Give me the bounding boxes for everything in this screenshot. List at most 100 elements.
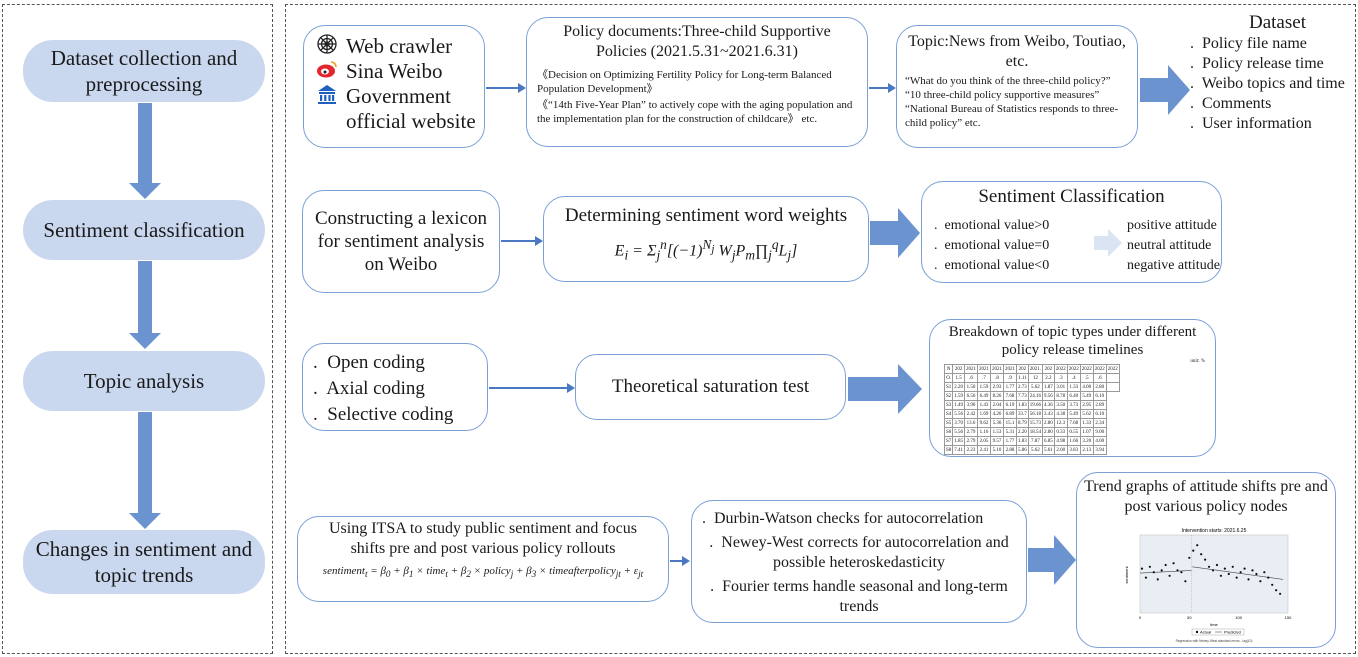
table-cell: 202 — [1042, 364, 1055, 374]
table-cell: .6 — [964, 373, 979, 383]
table-cell: 1.87 — [1042, 382, 1055, 392]
table-cell: 2.80 — [1042, 418, 1055, 428]
check-item: . Durbin-Watson checks for autocorrelati… — [702, 510, 984, 527]
table-cell: S6 — [943, 427, 954, 437]
table-cell: S1 — [943, 382, 954, 392]
data-point — [1168, 574, 1171, 577]
table-cell: 5.62 — [1079, 409, 1094, 419]
policy-line: 《“14th Five-Year Plan” to actively cope … — [537, 99, 853, 125]
connector-arrow — [869, 84, 896, 92]
classification-box: Sentiment Classification . emotional val… — [921, 181, 1222, 283]
table-cell: S3 — [943, 400, 954, 410]
weights-title: Determining sentiment word weights — [564, 205, 848, 226]
topic-line: “National Bureau of Statistics responds … — [905, 103, 1119, 129]
table-cell: 15.1 — [1003, 418, 1018, 428]
attitude-item: neutral attitude — [1127, 238, 1212, 253]
table-cell: 1.53 — [990, 427, 1005, 437]
breakdown-title: Breakdown of topic types under different… — [948, 324, 1197, 358]
table-cell — [1105, 373, 1120, 383]
stage-connector — [138, 412, 152, 515]
data-point — [1164, 563, 1167, 567]
table-cell: 1.11 — [1016, 373, 1029, 383]
coding-item: . Axial coding — [313, 378, 425, 399]
spider-web-icon — [314, 33, 340, 60]
table-cell: 6.40 — [1066, 391, 1081, 401]
table-cell: 2.80 — [1092, 382, 1107, 392]
connector-arrow — [489, 384, 575, 392]
source-official-website: official website — [346, 109, 476, 133]
data-point — [1148, 565, 1151, 568]
chart-ylabel: sentiment — [1124, 565, 1129, 583]
chart-xlabel: time — [1210, 622, 1218, 627]
stage-dataset-collection: Dataset collection and preprocessing — [23, 40, 265, 102]
table-cell: 6.10 — [1092, 409, 1107, 419]
data-point — [1192, 549, 1195, 552]
table-cell: 1.49 — [952, 400, 966, 410]
legend-predicted: Predicted — [1224, 630, 1241, 635]
data-point — [1204, 558, 1207, 561]
table-cell: S2 — [943, 391, 954, 401]
source-sina-weibo: Sina Weibo — [314, 59, 484, 84]
source-web-crawler: Web crawler — [314, 34, 484, 59]
table-cell: 33.7 — [1016, 409, 1029, 419]
table-cell: 2.05 — [977, 436, 992, 446]
weights-box: Determining sentiment word weights Ei = … — [543, 196, 869, 282]
data-sources-box: Web crawler Sina Weibo Government offici… — [303, 25, 485, 148]
table-cell: 1.07 — [1079, 427, 1094, 437]
condition-item: . emotional value>0 — [934, 218, 1050, 233]
table-cell: 4.00 — [1079, 382, 1094, 392]
table-cell: .4 — [1066, 373, 1081, 383]
table-cell: 2.23 — [964, 445, 979, 455]
data-point — [1223, 567, 1226, 570]
table-cell: 5.61 — [1042, 445, 1055, 455]
table-cell: 12.3 — [1053, 418, 1068, 428]
data-point — [1227, 572, 1230, 576]
table-cell: 6.56 — [964, 391, 979, 401]
table-cell: 2.88 — [1003, 445, 1018, 455]
check-item: . Newey-West corrects for autocorrelatio… — [709, 534, 1009, 571]
data-point — [1243, 567, 1246, 570]
table-cell: 0.33 — [1053, 427, 1068, 437]
coding-box: . Open coding . Axial coding . Selective… — [302, 343, 488, 431]
trend-title: Trend graphs of attitude shifts pre and … — [1084, 478, 1328, 515]
table-cell: 9.00 — [1092, 427, 1107, 437]
table-cell: 6.49 — [977, 391, 992, 401]
table-cell: 2.95 — [1079, 400, 1094, 410]
data-point — [1219, 574, 1223, 577]
table-cell: 2022 — [1079, 364, 1094, 374]
x-tick-label: 150 — [1285, 615, 1292, 620]
stage-sentiment-classification: Sentiment classification — [23, 200, 265, 260]
table-cell: 5.56 — [952, 409, 966, 419]
checks-box: . Durbin-Watson checks for autocorrelati… — [691, 500, 1027, 623]
table-cell: 3.70 — [952, 418, 966, 428]
table-cell: 3.83 — [1066, 445, 1081, 455]
table-cell: 5.86 — [1016, 445, 1029, 455]
data-point — [1271, 583, 1274, 586]
dataset-title: Dataset — [1249, 12, 1306, 33]
table-cell: 9.62 — [977, 418, 992, 428]
itsa-box: Using ITSA to study public sentiment and… — [297, 516, 669, 602]
table-cell: 2.20 — [952, 382, 966, 392]
topic-title: Topic:News from Weibo, Toutiao, etc. — [908, 33, 1126, 70]
coding-item: . Selective coding — [313, 404, 454, 425]
table-cell: 7.87 — [1027, 436, 1044, 446]
topic-line: “10 three-child policy supportive measur… — [905, 89, 1100, 101]
data-point — [1255, 572, 1258, 576]
chart-caption: Regression with Newey-West standard erro… — [1176, 639, 1253, 643]
table-cell: 8.79 — [1016, 418, 1029, 428]
data-point — [1152, 571, 1155, 574]
table-cell: 2.79 — [964, 427, 979, 437]
table-cell: S8 — [943, 445, 954, 455]
table-cell: 5.62 — [1027, 445, 1044, 455]
table-cell: 1.5 — [952, 373, 966, 383]
trend-box: Trend graphs of attitude shifts pre and … — [1076, 472, 1336, 648]
government-building-icon — [314, 83, 340, 110]
table-cell: S4 — [943, 409, 954, 419]
table-cell: 2021 — [1003, 364, 1018, 374]
weights-formula: Ei = Σjn[(−1)Nj WjPm∏jqLj] — [614, 237, 798, 263]
data-point — [1239, 571, 1242, 574]
table-cell: 4.26 — [990, 409, 1005, 419]
table-cell: 2.04 — [990, 400, 1005, 410]
